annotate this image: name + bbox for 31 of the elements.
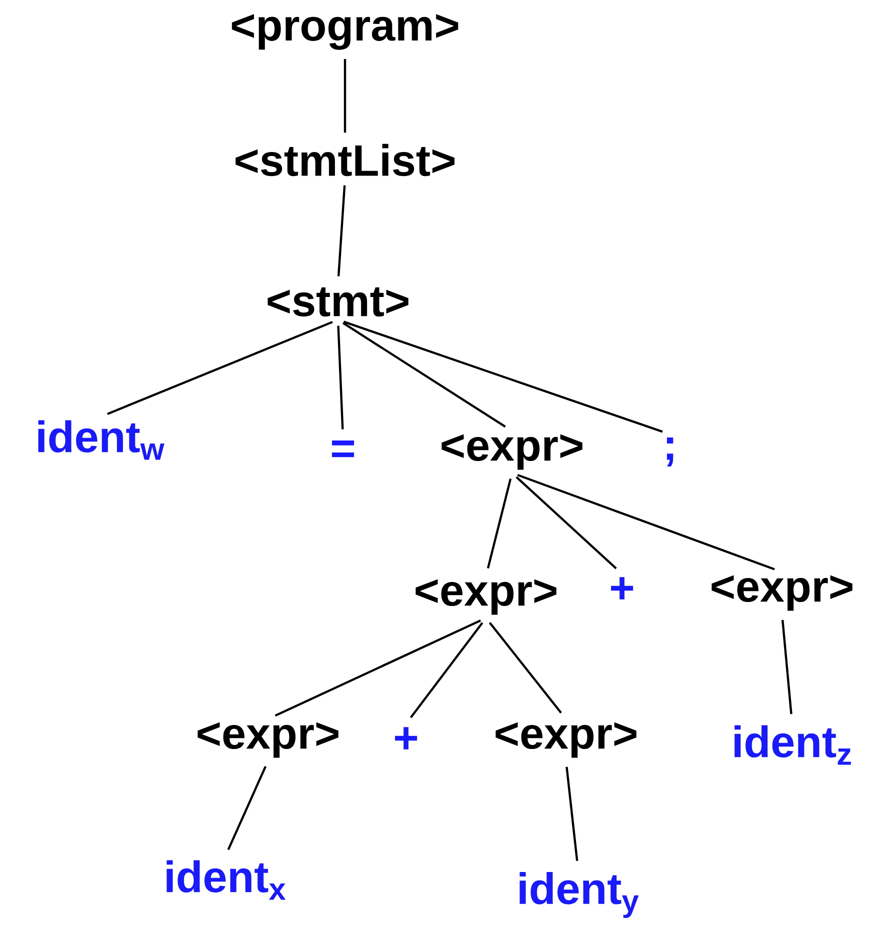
tree-branch [488,622,562,714]
tree-branch [486,478,512,569]
nonterminal-symbol: <expr> [416,579,556,615]
nonterminal-symbol: <expr> [496,722,636,758]
nonterminal-symbol: <expr> [712,575,852,611]
tree-branch [337,326,344,430]
tree-branch [337,185,346,276]
tree-branch [517,474,775,570]
terminal-symbol: ; [666,437,674,466]
terminal-symbol: ident$_{y}$ [520,872,639,918]
nonterminal-symbol: <expr> [442,434,582,470]
terminal-symbol: + [611,577,634,600]
tree-branch [781,620,792,714]
tree-branch [227,766,267,850]
tree-branch [274,619,482,717]
nonterminal-symbol: <stmtList> [236,144,454,176]
tree-branch [343,320,663,433]
nonterminal-symbol: <expr> [198,722,338,758]
tree-branch [410,622,484,718]
nonterminal-symbol: <program> [232,14,458,50]
terminal-symbol: ident$_{z}$ [734,725,851,765]
tree-branch [566,766,578,861]
tree-branch [342,322,506,428]
terminal-symbol: = [332,440,354,458]
tree-branch [344,59,346,133]
tree-branch [516,476,617,570]
terminal-symbol: ident$_{x}$ [166,860,286,900]
tree-branch [106,321,333,415]
terminal-symbol: + [395,727,418,750]
nonterminal-symbol: <stmt> [268,287,408,317]
terminal-symbol: ident$_{w}$ [38,420,164,460]
